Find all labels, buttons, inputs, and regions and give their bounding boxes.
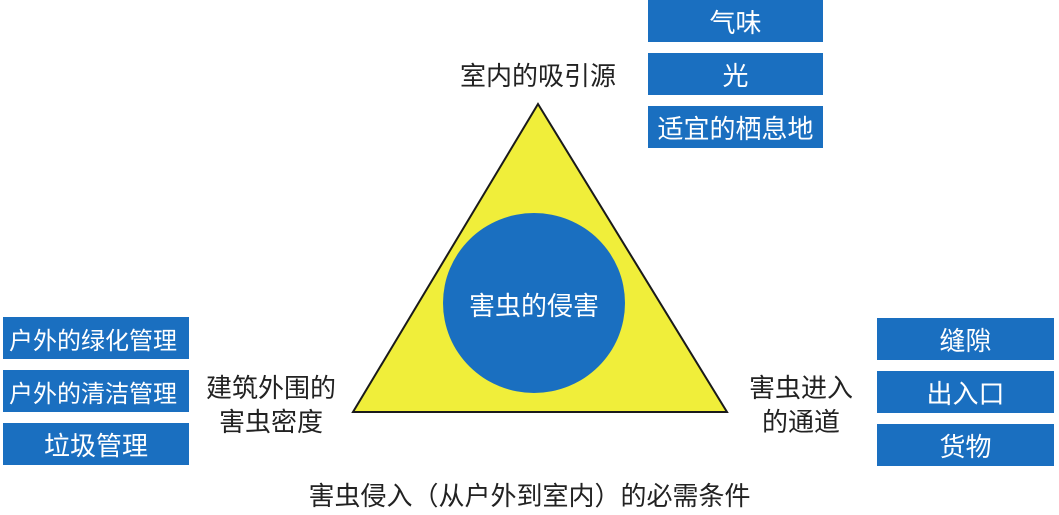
diagram-caption: 害虫侵入（从户外到室内）的必需条件 — [308, 482, 751, 512]
right-box-goods: 货物 — [877, 424, 1054, 466]
left-box-cleaning: 户外的清洁管理 — [3, 370, 189, 412]
left-vertex-label-line2: 害虫密度 — [218, 408, 323, 438]
left-vertex-label-line1: 建筑外围的 — [205, 374, 336, 404]
left-box-garbage: 垃圾管理 — [3, 423, 189, 465]
top-box-smell: 气味 — [648, 0, 823, 42]
top-vertex-label: 室内的吸引源 — [460, 62, 617, 92]
right-box-gaps: 缝隙 — [877, 318, 1054, 360]
left-vertex-label: 建筑外围的 害虫密度 — [198, 372, 344, 440]
right-vertex-label: 害虫进入 的通道 — [742, 372, 860, 440]
right-box-entrance: 出入口 — [877, 371, 1054, 413]
left-box-greening: 户外的绿化管理 — [3, 317, 189, 359]
top-box-light: 光 — [648, 53, 823, 95]
right-vertex-label-line2: 的通道 — [761, 408, 840, 438]
top-box-habitat: 适宜的栖息地 — [648, 106, 823, 148]
center-label: 害虫的侵害 — [468, 291, 599, 322]
center-circle — [443, 213, 625, 393]
right-vertex-label-line1: 害虫进入 — [748, 374, 853, 404]
